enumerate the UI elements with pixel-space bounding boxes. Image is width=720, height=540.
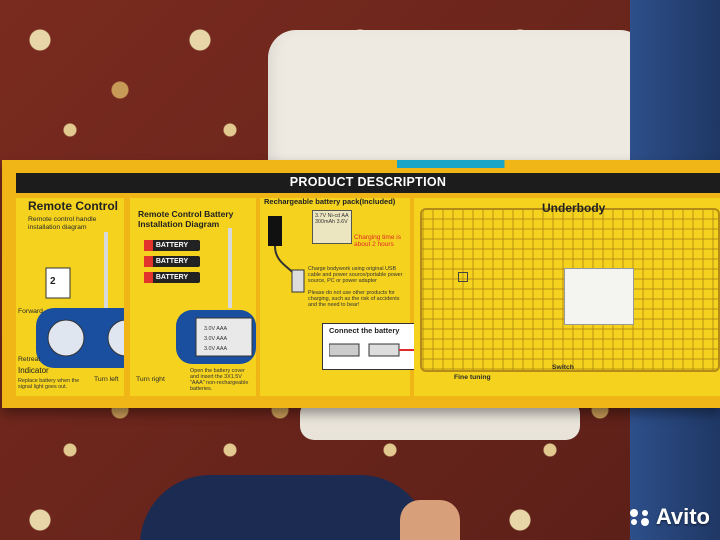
label-fine-tuning: Fine tuning: [454, 374, 491, 381]
avito-watermark: Avito: [628, 504, 710, 530]
label-turn-left: Turn left: [94, 376, 119, 383]
remote-subtitle: Remote control handle installation diagr…: [28, 216, 97, 231]
holder-label-1: 3.0V AAA: [204, 326, 228, 332]
label-forward: Forward: [18, 308, 43, 315]
battery-panel: Remote Control Battery Installation Diag…: [130, 198, 256, 396]
charging-note-2: Please do not use other products for cha…: [308, 290, 400, 309]
holder-label-2: 3.0V AAA: [204, 336, 228, 342]
battery-cell-1: BATTERY: [144, 240, 200, 251]
banner-title: PRODUCT DESCRIPTION: [289, 175, 447, 189]
indicator-note: Replace battery when the signal light go…: [18, 378, 80, 391]
battery-title: Remote Control Battery Installation Diag…: [138, 209, 234, 229]
battery-cell-3: BATTERY: [144, 272, 200, 283]
rechargeable-title: Rechargeable battery pack(Included): [264, 197, 396, 206]
connect-label: Connect the battery: [329, 326, 400, 335]
remote-diagram: [36, 232, 124, 368]
label-switch: Switch: [552, 364, 574, 371]
remote-title: Remote Control: [28, 199, 118, 213]
product-box-back: PRODUCT DESCRIPTION Remote Control Remot…: [2, 160, 720, 408]
rechargeable-panel: Rechargeable battery pack(Included) 3.7V…: [260, 197, 426, 396]
charging-time: Charging time is about 2 hours: [354, 234, 401, 249]
remote-control-panel: Remote Control Remote control handle ins…: [16, 198, 124, 396]
connector-plug-icon: [329, 343, 417, 357]
label-indicator: Indicator: [18, 366, 49, 375]
battery-note: Open the battery cover and insert the 3X…: [190, 368, 249, 393]
person-legs: [140, 475, 430, 540]
step-number: 2: [50, 276, 56, 287]
battery-cover-plate: [564, 268, 634, 325]
battery-holder-diagram: [176, 228, 256, 364]
gear-detail: [458, 272, 468, 282]
box-top-stripe: [2, 160, 720, 168]
underbody-title: Underbody: [542, 201, 606, 215]
chassis-diagram: [420, 208, 720, 372]
battery-pack: 3.7V Ni-cd AA 300mAh 3.6V: [312, 210, 352, 244]
label-turn-right: Turn right: [136, 376, 165, 383]
pack-label: 3.7V Ni-cd AA 300mAh 3.6V: [315, 213, 349, 226]
avito-logo-icon: [629, 509, 649, 526]
description-banner: PRODUCT DESCRIPTION: [16, 173, 720, 193]
avito-text: Avito: [655, 504, 710, 529]
label-retreat: Retreat: [18, 356, 41, 363]
battery-cell-2: BATTERY: [144, 256, 200, 267]
holder-label-3: 3.0V AAA: [204, 346, 228, 352]
bare-foot: [400, 500, 460, 540]
white-chair: [268, 30, 648, 180]
connect-battery-box: Connect the battery: [322, 323, 426, 370]
underbody-panel: Underbody Fine tuning Switch: [414, 198, 720, 396]
charging-note-1: Charge bodywork using original USB cable…: [308, 266, 403, 285]
usb-cable-diagram: [268, 216, 305, 293]
